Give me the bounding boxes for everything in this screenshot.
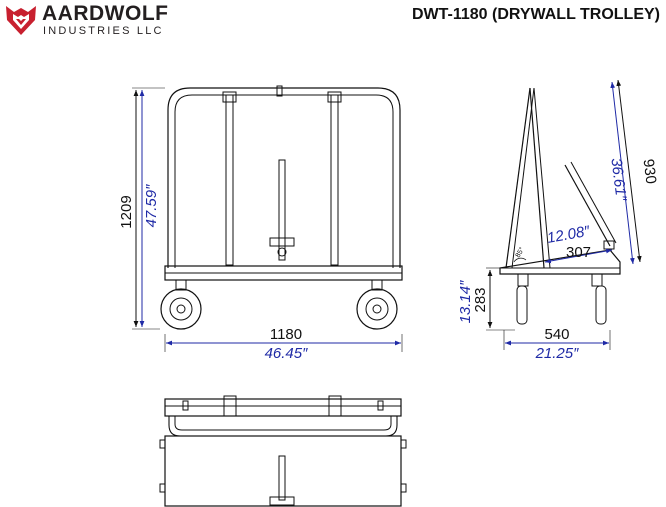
front-width-in: 46.45″ — [265, 345, 309, 362]
front-width-mm: 1180 — [270, 326, 302, 343]
wheel-height-mm: 283 — [472, 287, 489, 312]
top-view — [159, 395, 407, 507]
wolf-logo-icon — [6, 6, 36, 35]
deck-length-mm: 307 — [566, 244, 591, 261]
brand-subtitle: INDUSTRIES LLC — [43, 25, 164, 37]
side-height-mm: 930 — [640, 158, 660, 185]
side-height-in: 36.61″ — [607, 157, 629, 202]
deck-angle: 85° — [514, 246, 526, 259]
side-width-mm: 540 — [544, 326, 569, 343]
front-height-mm: 1209 — [118, 195, 135, 228]
side-height-dim-line-blue — [610, 81, 635, 265]
brand-name: AARDWOLF — [42, 2, 169, 25]
brand-logo: AARDWOLF INDUSTRIES LLC — [4, 2, 174, 38]
side-width-in: 21.25″ — [535, 345, 580, 362]
front-view — [132, 85, 403, 352]
deck-dim-line — [544, 248, 613, 264]
wheel-height-in: 13.14″ — [457, 280, 474, 324]
front-height-in: 47.59″ — [143, 184, 160, 228]
model-title: DWT-1180 (DRYWALL TROLLEY) — [411, 6, 660, 23]
side-view — [486, 87, 621, 350]
